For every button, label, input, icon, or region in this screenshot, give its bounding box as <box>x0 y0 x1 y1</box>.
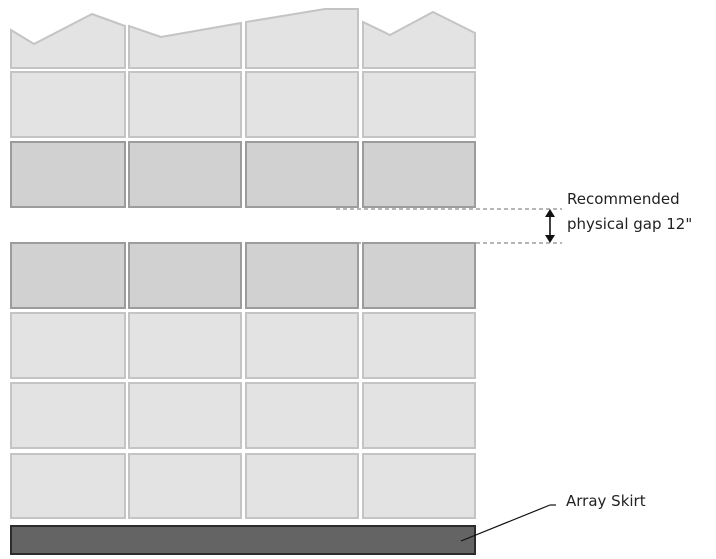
panel-upper-row1-col3 <box>245 8 359 69</box>
upper-array <box>10 8 476 208</box>
panel-lower-row3-col2 <box>128 382 242 449</box>
panel-lower-row4-col4 <box>362 453 476 519</box>
gap-indicator <box>336 208 562 244</box>
skirt-leader-line <box>460 504 551 542</box>
panel-upper-edge-col1 <box>10 141 126 208</box>
array-skirt <box>10 525 476 555</box>
panel-lower-row3-col1 <box>10 382 126 449</box>
panel-upper-edge-col3 <box>245 141 359 208</box>
skirt-label: Array Skirt <box>566 492 646 510</box>
panel-lower-edge-col2 <box>128 242 242 309</box>
panel-lower-row4-col2 <box>128 453 242 519</box>
panel-lower-edge-col3 <box>245 242 359 309</box>
panel-lower-row4-col3 <box>245 453 359 519</box>
gap-label-line2: physical gap 12" <box>567 215 692 233</box>
panel-lower-row3-col3 <box>245 382 359 449</box>
panel-lower-row2-col4 <box>362 312 476 379</box>
panel-upper-row2-col3 <box>245 71 359 138</box>
panel-lower-row2-col2 <box>128 312 242 379</box>
panel-lower-row4-col1 <box>10 453 126 519</box>
panel-lower-row3-col4 <box>362 382 476 449</box>
gap-arrowhead-top <box>545 209 555 217</box>
panel-upper-row1-col1 <box>10 12 126 69</box>
panel-lower-edge-col4 <box>362 242 476 309</box>
lower-array <box>10 242 476 519</box>
panel-lower-row2-col1 <box>10 312 126 379</box>
panel-upper-row2-col2 <box>128 71 242 138</box>
panel-lower-row2-col3 <box>245 312 359 379</box>
gap-arrowhead-bottom <box>545 235 555 243</box>
panel-upper-row2-col1 <box>10 71 126 138</box>
panel-upper-row1-col2 <box>128 21 242 69</box>
panel-upper-row1-col4 <box>362 10 476 69</box>
panel-upper-edge-col4 <box>362 141 476 208</box>
panel-lower-edge-col1 <box>10 242 126 309</box>
gap-label-line1: Recommended <box>567 190 680 208</box>
panel-upper-row2-col4 <box>362 71 476 138</box>
panel-upper-edge-col2 <box>128 141 242 208</box>
